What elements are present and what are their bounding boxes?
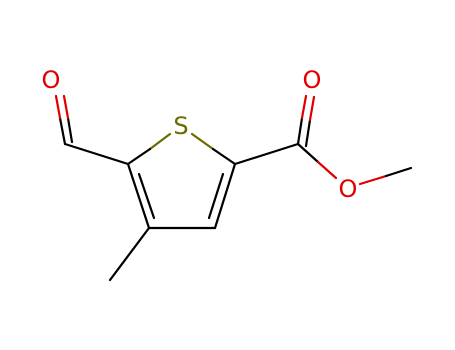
bond-co-b <box>304 118 312 148</box>
bond-c-o-ester-red <box>316 160 338 180</box>
bond-s-c2 <box>148 132 172 151</box>
bond-cho-o-a <box>58 116 67 146</box>
bond-s-c2-b <box>126 147 152 166</box>
bond-c2-c3-inner <box>137 172 156 220</box>
bond-methyl <box>108 226 151 282</box>
atom-oxygen-aldehyde: O <box>42 66 61 94</box>
bond-o-ch3 <box>384 166 413 178</box>
bond-c-o-ester <box>296 142 320 164</box>
bond-cho-o-b <box>66 116 74 144</box>
bond-cho-o-b-red <box>62 94 70 120</box>
bond-c4-c5-inner <box>207 172 225 220</box>
bond-c2-cho <box>63 142 130 166</box>
bond-co-a <box>296 116 304 146</box>
bond-s-c5 <box>190 132 215 151</box>
bond-c5-coo <box>233 142 300 166</box>
bond-co-b-red <box>308 95 316 122</box>
atom-oxygen-carbonyl: O <box>303 66 322 94</box>
atom-oxygen-ester: O <box>339 175 358 203</box>
bond-c2-c3 <box>126 162 151 230</box>
bond-c4-c5 <box>213 162 237 230</box>
ester-group <box>233 94 413 186</box>
bond-o-ch3-red <box>358 174 388 186</box>
atom-sulfur: S <box>173 112 188 140</box>
thiophene-ring <box>126 132 237 230</box>
bond-cho-o-a-red <box>54 94 62 120</box>
bond-s-c5-b <box>211 147 237 166</box>
aldehyde-group <box>54 94 130 166</box>
bond-co-a-red <box>300 94 308 120</box>
